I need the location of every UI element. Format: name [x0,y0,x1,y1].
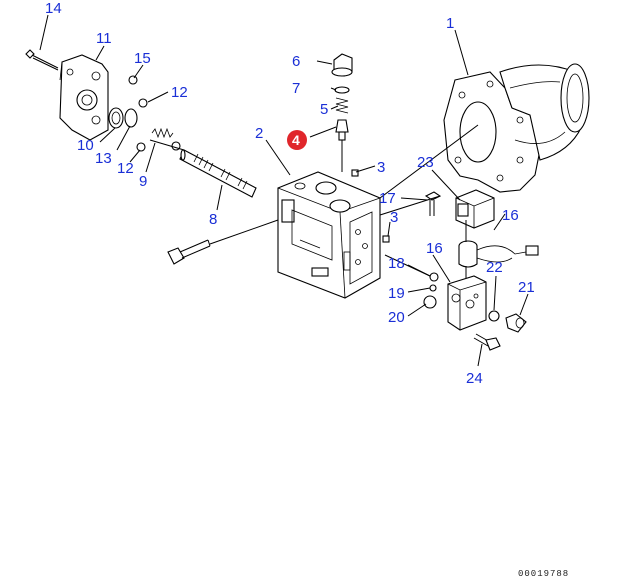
callout-3b: 3 [390,209,398,226]
leader-lines [39,14,529,367]
callout-14: 14 [45,0,62,17]
part-17-bolt[interactable] [424,191,442,216]
callout-23: 23 [417,154,434,171]
part-13-ring[interactable] [108,107,124,129]
callout-10: 10 [77,137,94,154]
callout-4: 4 [292,132,300,148]
callout-9: 9 [139,173,147,190]
callout-24: 24 [466,370,483,387]
callout-18: 18 [388,255,405,272]
callout-13: 13 [95,150,112,167]
part-1-housing[interactable] [443,63,590,193]
callout-16a: 16 [502,207,519,224]
part-9-spring[interactable] [151,127,181,151]
callout-12b: 12 [117,160,134,177]
part-11-cover[interactable] [59,54,109,141]
callout-1: 1 [446,15,454,32]
part-3-plug[interactable] [351,169,390,243]
callout-6: 6 [292,53,300,70]
part-15-oring[interactable] [124,75,138,128]
callout-8: 8 [209,211,217,228]
part-18-oring[interactable] [429,272,439,282]
part-2-valve-body[interactable] [277,171,381,299]
part-12-oring[interactable] [136,98,148,152]
part-23-solenoid[interactable] [455,189,495,229]
callout-20: 20 [388,309,405,326]
part-16-block[interactable] [447,275,487,331]
part-16-coil[interactable] [458,240,539,268]
callout-3a: 3 [377,159,385,176]
callout-15: 15 [134,50,151,67]
callout-17: 17 [379,190,396,207]
callout-12a: 12 [171,84,188,101]
part-24-bolt[interactable] [473,333,501,351]
callout-16b: 16 [426,240,443,257]
part-10-bolt[interactable] [167,239,211,265]
part-20-oring[interactable] [423,295,437,309]
part-5-spring[interactable] [335,97,349,114]
callout-4-highlight[interactable]: 4 [287,130,307,150]
reference-number: 00019788 [518,569,569,577]
callout-labels: 1 2 3 3 5 6 7 8 9 10 11 12 12 13 14 15 1… [45,0,535,387]
part-8-spool[interactable] [179,149,257,198]
callout-21: 21 [518,279,535,296]
part-14-bolt[interactable] [25,49,59,71]
callout-7: 7 [292,80,300,97]
part-7-oring[interactable] [334,86,350,94]
callout-22: 22 [486,259,503,276]
callout-11: 11 [96,30,112,47]
part-21-plug[interactable] [505,313,527,333]
part-6-plug[interactable] [331,53,353,77]
callout-5: 5 [320,101,328,118]
part-4-poppet[interactable] [335,119,349,141]
callout-2: 2 [255,125,263,142]
part-19-oring[interactable] [429,284,437,292]
part-22-oring[interactable] [488,310,500,322]
highlight-badge [287,130,307,150]
callout-19: 19 [388,285,405,302]
